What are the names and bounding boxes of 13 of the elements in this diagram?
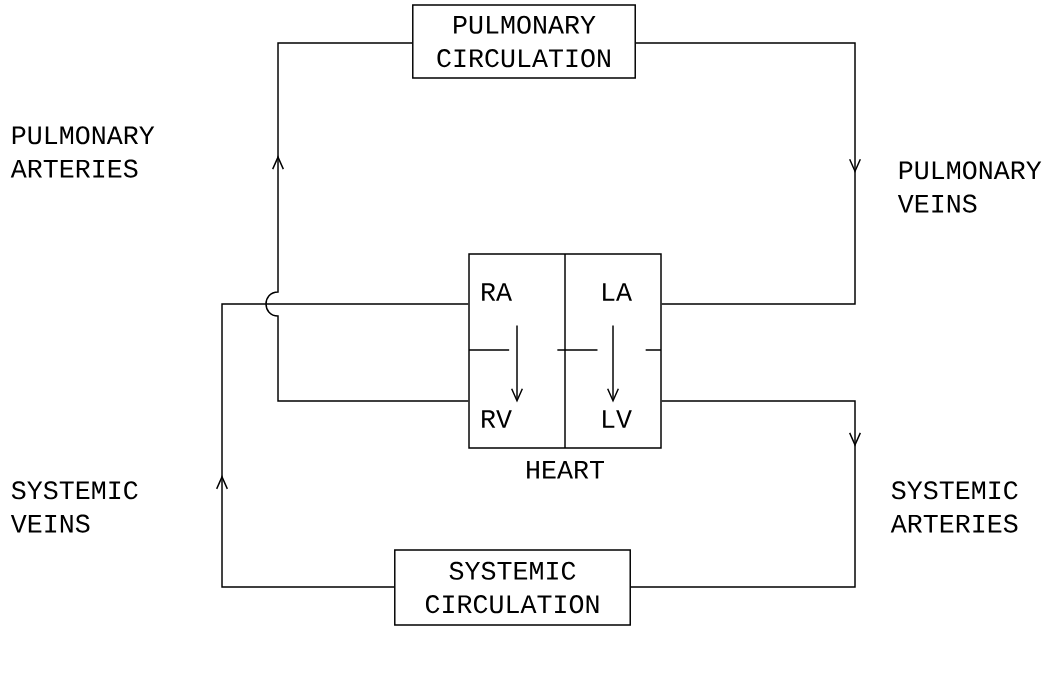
vessel-label: SYSTEMIC ARTERIES [890,481,1018,533]
vessel-label: PULMONARY ARTERIES [10,126,155,178]
arrow [606,324,620,403]
vessel-label: PULMONARY VEINS [897,161,1042,213]
vessel-label: SYSTEMIC VEINS [10,481,138,533]
chamber-label: RV [482,410,512,428]
chamber-label: RA [482,283,512,301]
chamber-label: LV [603,410,632,428]
circulation-box: SYSTEMIC CIRCULATION [394,549,631,626]
arrow [510,324,524,403]
node-label: HEART [527,461,604,479]
circulation-box: PULMONARY CIRCULATION [412,4,636,79]
chamber-label: LA [603,283,632,301]
